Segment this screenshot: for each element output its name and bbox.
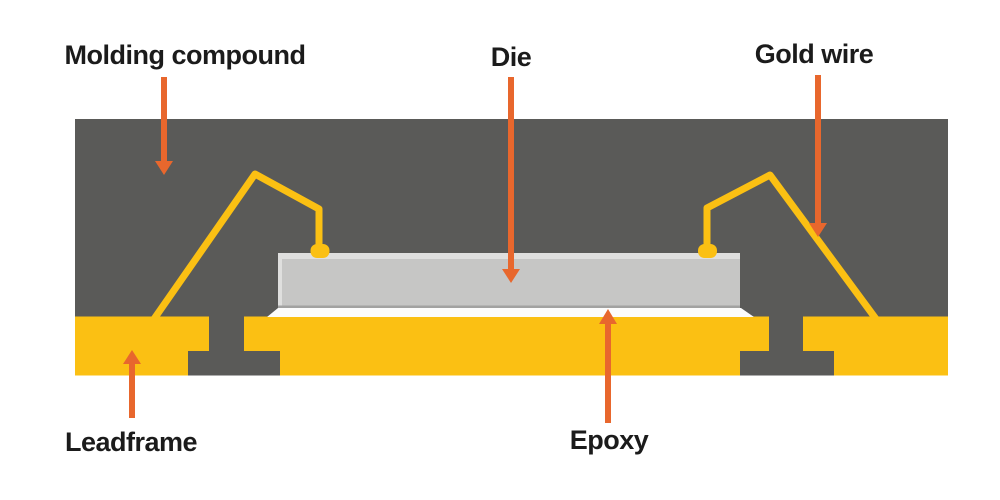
epoxy-layer-shape xyxy=(267,308,754,317)
left-gold-wire xyxy=(151,170,323,322)
leadframe-label: Leadframe xyxy=(64,427,198,457)
die-pad-shape xyxy=(244,316,769,376)
molding-compound-arrow-head-icon xyxy=(155,161,173,175)
epoxy-arrow-head-icon xyxy=(599,309,617,324)
right-lead-shape xyxy=(803,316,948,376)
leadframe-arrow-head-icon xyxy=(123,350,141,364)
molding-compound-label: Molding compound xyxy=(64,40,306,70)
left-lead-shape xyxy=(75,316,209,376)
die-arrow-head-icon xyxy=(502,269,520,283)
die-label: Die xyxy=(490,42,532,72)
die-left-highlight xyxy=(278,259,282,306)
gold-wire-arrow-head-icon xyxy=(809,223,827,237)
right-bond-pad xyxy=(698,244,717,258)
left-bond-pad xyxy=(310,244,330,258)
die-bottom-edge xyxy=(278,305,740,308)
gold-wire-label: Gold wire xyxy=(754,39,874,69)
epoxy-label: Epoxy xyxy=(569,425,649,455)
right-gold-wire xyxy=(703,171,879,322)
